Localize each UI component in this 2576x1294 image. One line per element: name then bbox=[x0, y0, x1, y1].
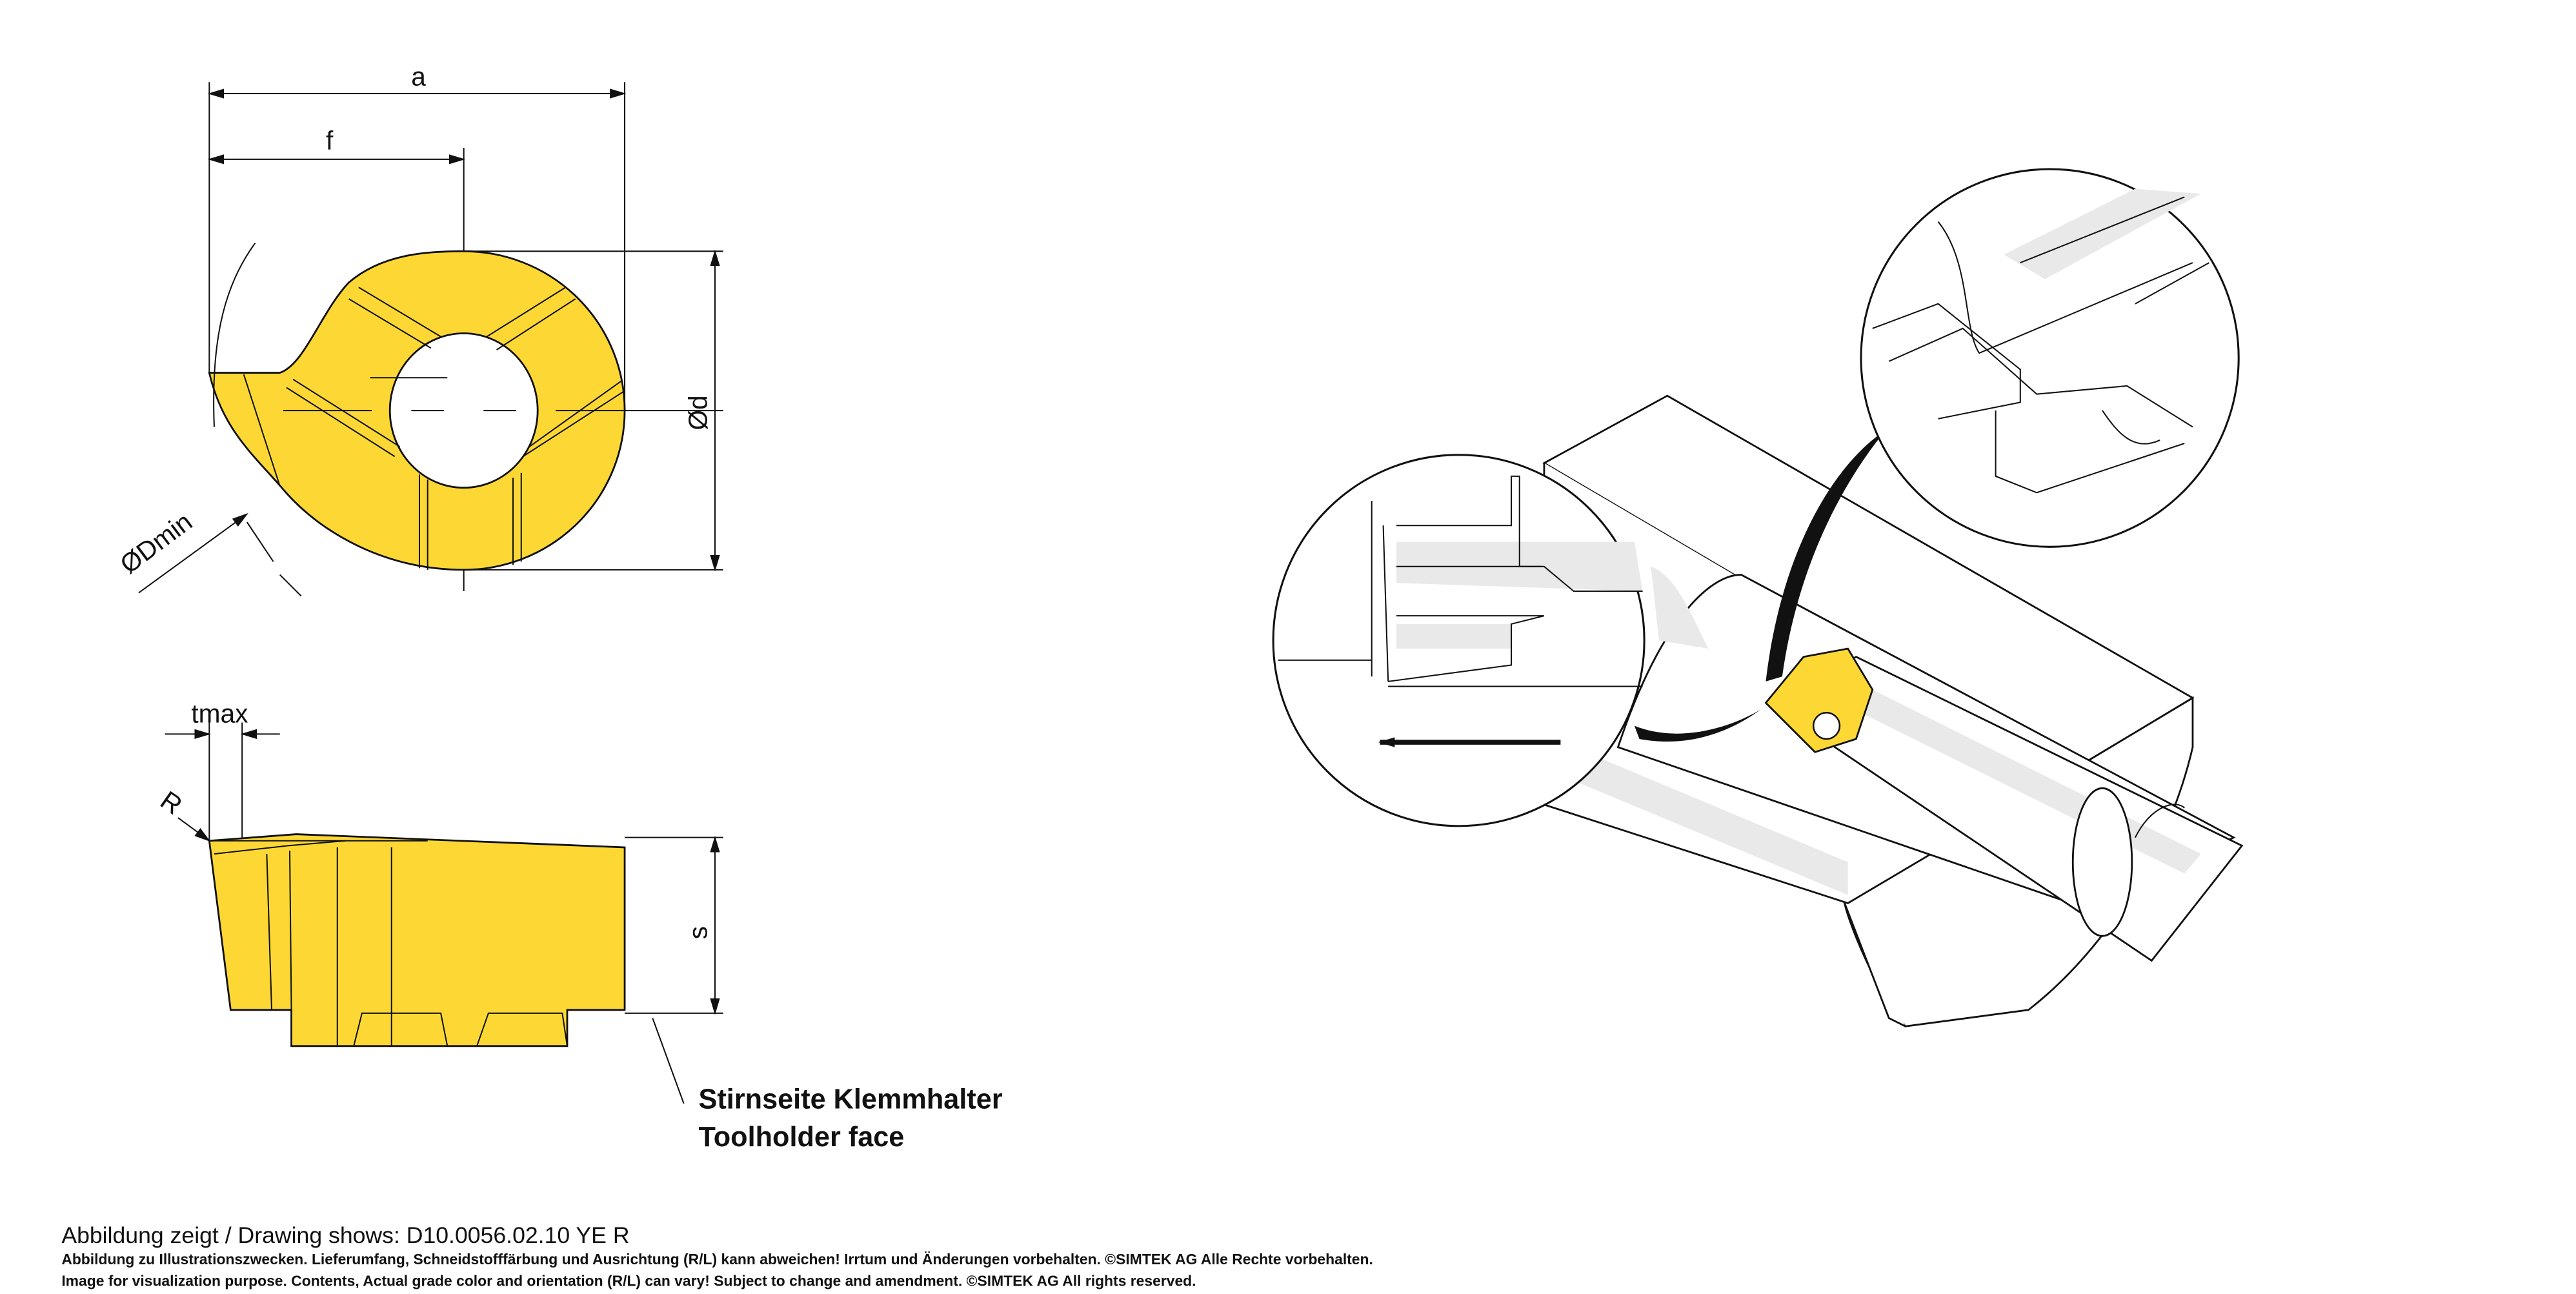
drawing-shows-text: Abbildung zeigt / Drawing shows: D10.005… bbox=[61, 1222, 629, 1248]
dimension-dmin-label: ØDmin bbox=[114, 507, 197, 580]
insert-top-view: a f ØDmin Ød bbox=[114, 61, 723, 597]
dimension-r-label: R bbox=[155, 785, 187, 820]
dimension-s-label: s bbox=[683, 926, 712, 939]
application-illustration bbox=[1272, 168, 2244, 1027]
toolholder-face-label-de: Stirnseite Klemmhalter bbox=[699, 1084, 1003, 1115]
toolholder-face-label-en: Toolholder face bbox=[699, 1122, 905, 1153]
disclaimer-de: Abbildung zu Illustrationszwecken. Liefe… bbox=[61, 1251, 1373, 1268]
dimension-f-label: f bbox=[326, 126, 334, 156]
dimension-tmax-label: tmax bbox=[191, 699, 248, 729]
disclaimer-en: Image for visualization purpose. Content… bbox=[61, 1272, 1196, 1289]
dimension-a-label: a bbox=[411, 61, 426, 91]
insert-side-view: tmax R s Stirnseite Klemmhalter Toolhold… bbox=[155, 699, 1003, 1153]
dimension-d-label: Ød bbox=[683, 395, 712, 430]
